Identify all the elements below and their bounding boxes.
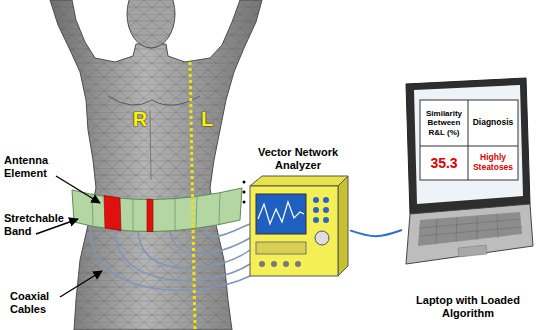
cable — [90, 226, 250, 290]
button — [313, 207, 319, 213]
part-label-box: Stretchable Band — [4, 212, 70, 237]
cable — [115, 230, 250, 281]
table-rule — [468, 100, 469, 180]
knob — [315, 231, 329, 245]
analyzer-top — [250, 176, 348, 186]
button — [323, 197, 329, 203]
table-header: Similarity Between R&L (%) — [422, 109, 466, 137]
port — [295, 261, 301, 267]
touchpad — [458, 245, 487, 257]
port — [259, 261, 265, 267]
part-label: Coaxial Cables — [10, 290, 49, 315]
table-value: Highly Steatoses — [470, 153, 516, 173]
port — [271, 261, 277, 267]
human-body — [50, 0, 262, 330]
region-letter: L — [201, 108, 213, 130]
stretchable-band — [72, 188, 242, 232]
table-header-box: Diagnosis — [468, 100, 518, 146]
dot — [243, 181, 246, 184]
table-value-box: Highly Steatoses — [468, 146, 518, 180]
analyzer-side — [338, 176, 348, 276]
head-mesh — [127, 0, 175, 48]
keyboard-keys — [419, 214, 522, 244]
laptop-keyboard — [418, 212, 522, 246]
part-label: Antenna Element — [4, 154, 48, 179]
band-segments — [92, 192, 220, 231]
device-label: Vector Network Analyzer — [246, 146, 350, 172]
part-label-box: Coaxial Cables — [10, 290, 68, 315]
laptop-base — [406, 204, 533, 264]
region-letter: R — [133, 108, 147, 130]
leader-arrow — [60, 271, 102, 297]
table-value: 35.3 — [430, 155, 457, 171]
antenna-element — [104, 196, 121, 231]
analyzer-device-shape — [246, 174, 350, 282]
laptop-device: Laptop with Loaded Algorithm — [402, 78, 534, 322]
ellipsis-dots — [243, 181, 246, 204]
laptop-device-shape — [402, 78, 534, 278]
button — [323, 217, 329, 223]
table-header: Diagnosis — [473, 118, 514, 128]
laptop-screen — [414, 85, 523, 204]
region-letter-box: R — [131, 108, 149, 131]
button — [313, 197, 319, 203]
antenna-element — [147, 199, 153, 232]
part-label: Stretchable Band — [4, 212, 64, 237]
device-label: Laptop with Loaded Algorithm — [402, 294, 534, 320]
leader-lines — [36, 176, 102, 297]
leader-arrow — [56, 176, 100, 203]
part-label-box: Antenna Element — [4, 154, 68, 179]
analyzer-front — [250, 186, 338, 276]
band-shape — [72, 188, 242, 232]
table-value-box: 35.3 — [420, 146, 468, 180]
port — [283, 261, 289, 267]
laptop-screen-frame — [406, 78, 530, 214]
coaxial-cables — [90, 224, 250, 290]
button — [313, 217, 319, 223]
table-header-box: Similarity Between R&L (%) — [420, 100, 468, 146]
chest-contour — [108, 96, 200, 105]
body-outline — [50, 0, 262, 330]
dot — [243, 191, 246, 194]
key-strip — [256, 242, 306, 254]
result-table — [420, 100, 518, 180]
analyzer-screen — [256, 194, 306, 234]
button — [323, 207, 329, 213]
head — [127, 0, 175, 48]
cable-connector — [350, 230, 402, 236]
body-mesh — [50, 0, 262, 330]
abdomen-contour — [150, 110, 151, 180]
dot — [243, 201, 246, 204]
table-rule — [420, 146, 518, 147]
analyzer-device: Vector Network Analyzer — [246, 146, 350, 282]
midline-divider — [190, 62, 195, 330]
waveform — [258, 202, 304, 224]
region-letter-box: L — [198, 108, 216, 131]
